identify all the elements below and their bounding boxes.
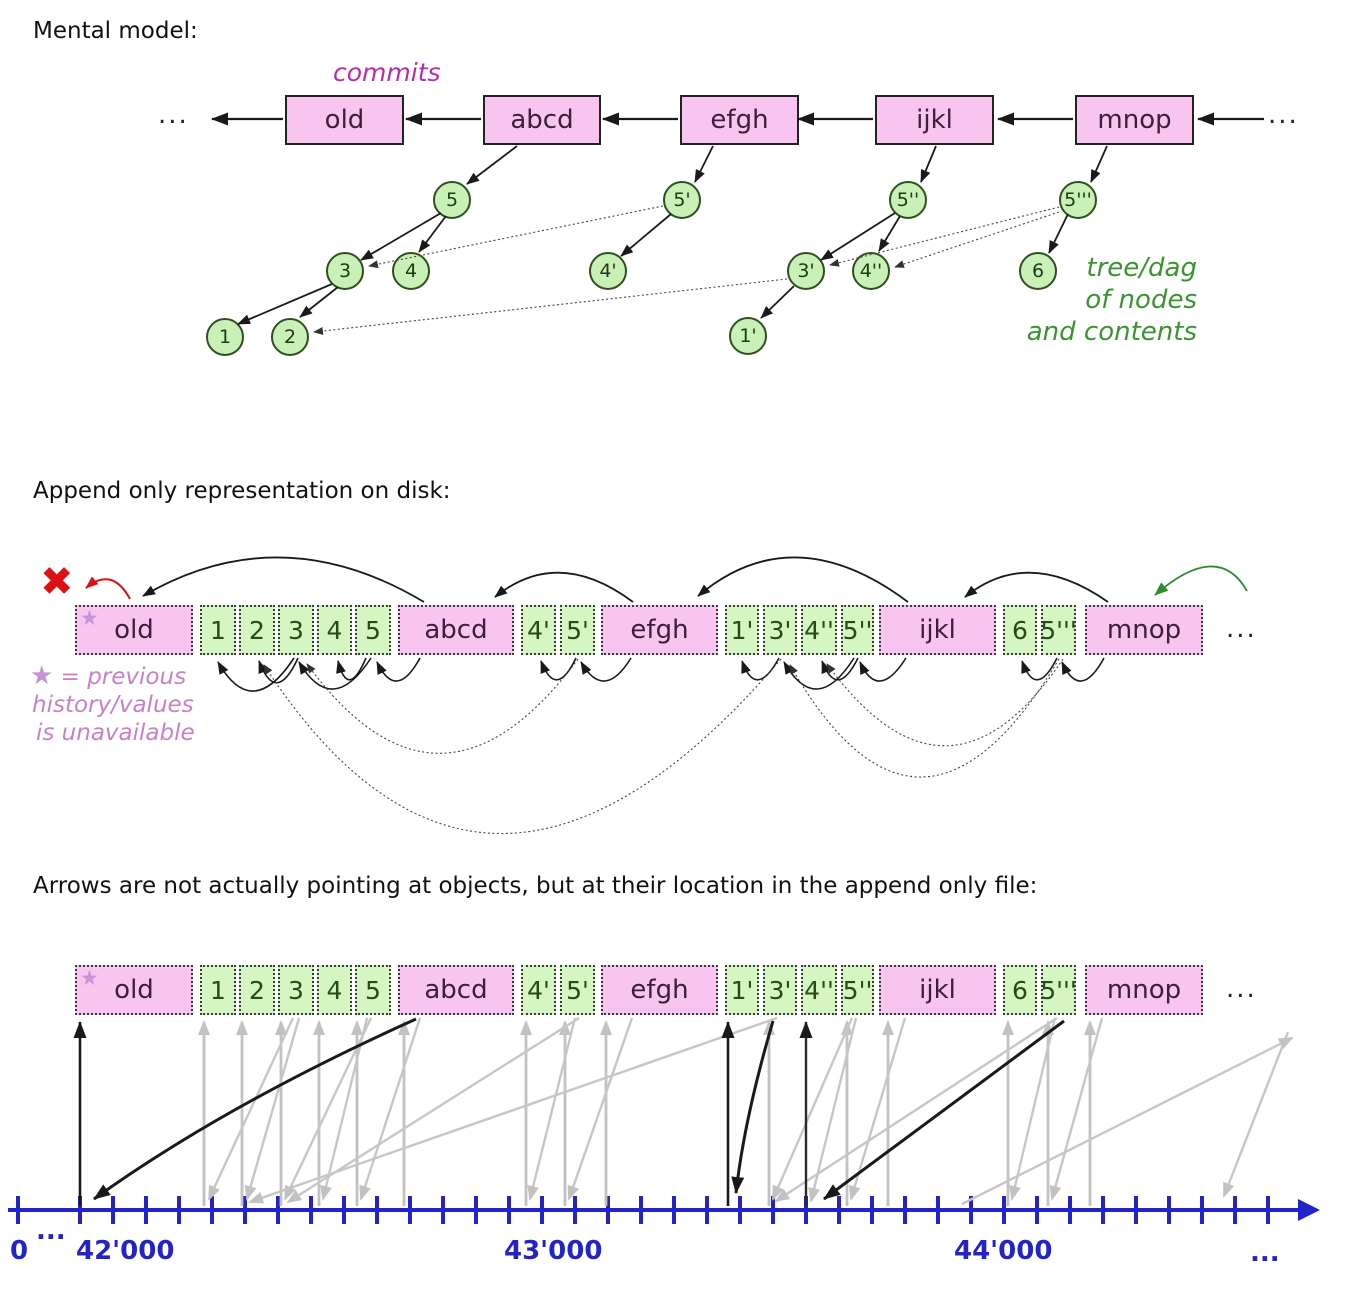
- file-box-old: ★ old: [75, 965, 193, 1015]
- disk-box-3p: 3': [763, 605, 797, 655]
- file-box-abcd: abcd: [398, 965, 514, 1015]
- disk-box-mnop: mnop: [1085, 605, 1203, 655]
- file-box-2: 2: [239, 965, 275, 1015]
- axis-ticks: [78, 1196, 1272, 1224]
- node-circle-4: 4: [392, 252, 430, 290]
- disk-box-4: 4: [317, 605, 352, 655]
- tree-dag-note-line2: of nodes: [1085, 285, 1197, 315]
- disk-box-4pp: 4'': [801, 605, 837, 655]
- node-circle-4p: 4': [589, 252, 627, 290]
- disk-box-5ppp: 5''': [1040, 605, 1077, 655]
- legend-line1-text: = previous: [60, 664, 187, 690]
- disk-bottom-arcs: [217, 657, 1105, 692]
- file-ellipsis: ...: [1226, 974, 1257, 1004]
- file-box-6: 6: [1003, 965, 1037, 1015]
- disk-box-6: 6: [1003, 605, 1037, 655]
- file-box-5: 5: [355, 965, 391, 1015]
- tree-edges-solid: [237, 145, 1108, 325]
- file-box-4: 4: [317, 965, 352, 1015]
- file-box-3p: 3': [763, 965, 797, 1015]
- disk-ellipsis: ...: [1226, 614, 1257, 644]
- section2-title: Append only representation on disk:: [33, 478, 451, 504]
- node-circle-1p: 1': [729, 317, 767, 355]
- legend-line2-text: history/values: [32, 692, 194, 718]
- disk-box-5: 5: [355, 605, 391, 655]
- disk-top-arcs: [142, 556, 1248, 603]
- node-circle-5pp: 5'': [889, 181, 927, 219]
- legend-star-icon: ★: [30, 661, 54, 691]
- disk-box-old-label: old: [114, 615, 154, 645]
- commit-box-abcd: abcd: [483, 95, 601, 145]
- node-circle-2: 2: [271, 318, 309, 356]
- deleted-cross-icon: ✖: [40, 559, 74, 605]
- node-circle-1: 1: [206, 318, 244, 356]
- disk-box-5p: 5': [560, 605, 595, 655]
- location-up-arrows: [198, 1020, 1096, 1206]
- reference-arrows-gray: [207, 1016, 1294, 1206]
- file-box-old-label: old: [114, 975, 154, 1005]
- disk-dotted-arcs: [263, 658, 1064, 835]
- legend: ★ = previous history/values is unavailab…: [30, 662, 210, 747]
- disk-box-5pp: 5'': [841, 605, 874, 655]
- commit-box-efgh: efgh: [680, 95, 799, 145]
- commits-label: commits: [333, 58, 441, 87]
- tree-dag-note-line3: and contents: [1026, 317, 1197, 347]
- file-box-mnop: mnop: [1085, 965, 1203, 1015]
- node-circle-3: 3: [326, 252, 364, 290]
- file-box-5pp: 5'': [841, 965, 874, 1015]
- ellipsis-left: ...: [158, 100, 189, 130]
- file-box-5ppp: 5''': [1040, 965, 1077, 1015]
- axis-first-tick: [16, 1196, 20, 1224]
- disk-box-abcd: abcd: [398, 605, 514, 655]
- axis-label-0: 0: [10, 1236, 29, 1266]
- axis-label-43000: 43'000: [504, 1236, 603, 1266]
- disk-box-3: 3: [278, 605, 314, 655]
- commit-box-mnop: mnop: [1075, 95, 1194, 145]
- node-circle-5ppp: 5''': [1059, 181, 1097, 219]
- file-box-5p: 5': [560, 965, 595, 1015]
- disk-box-ijkl: ijkl: [879, 605, 996, 655]
- commit-box-old: old: [285, 95, 404, 145]
- node-circle-3p: 3': [787, 252, 825, 290]
- file-box-1p: 1': [725, 965, 759, 1015]
- section3-title: Arrows are not actually pointing at obje…: [33, 873, 1038, 899]
- file-box-efgh: efgh: [601, 965, 718, 1015]
- file-box-4pp: 4'': [801, 965, 837, 1015]
- legend-line1: ★ = previous: [30, 662, 210, 691]
- node-circle-5p: 5': [663, 181, 701, 219]
- history-star-icon: ★: [80, 606, 99, 630]
- disk-box-old: ★ old: [75, 605, 193, 655]
- file-box-3: 3: [278, 965, 314, 1015]
- section1-title: Mental model:: [33, 18, 198, 44]
- disk-box-1: 1: [200, 605, 236, 655]
- commit-box-ijkl: ijkl: [875, 95, 994, 145]
- axis-label-more: ...: [1250, 1238, 1280, 1268]
- deleted-arrow: [85, 576, 131, 600]
- disk-box-efgh: efgh: [601, 605, 718, 655]
- tree-dag-note-line1: tree/dag: [1086, 253, 1197, 283]
- node-circle-4pp: 4'': [852, 252, 890, 290]
- legend-line3-text: is unavailable: [36, 720, 195, 746]
- axis-label-44000: 44'000: [954, 1236, 1053, 1266]
- file-box-ijkl: ijkl: [879, 965, 996, 1015]
- disk-box-4p: 4': [521, 605, 556, 655]
- disk-box-2: 2: [239, 605, 275, 655]
- axis-label-42000: 42'000: [76, 1236, 175, 1266]
- ellipsis-right: ...: [1268, 100, 1299, 130]
- reference-arrows-black: [73, 1017, 1065, 1206]
- disk-box-1p: 1': [725, 605, 759, 655]
- node-circle-5: 5: [433, 181, 471, 219]
- axis-arrowhead: [1298, 1199, 1320, 1221]
- history-star-icon-2: ★: [80, 966, 99, 990]
- file-box-1: 1: [200, 965, 236, 1015]
- file-box-4p: 4': [521, 965, 556, 1015]
- tree-dag-note: tree/dag of nodes and contents: [990, 252, 1197, 348]
- axis-label-gap: ...: [36, 1216, 66, 1246]
